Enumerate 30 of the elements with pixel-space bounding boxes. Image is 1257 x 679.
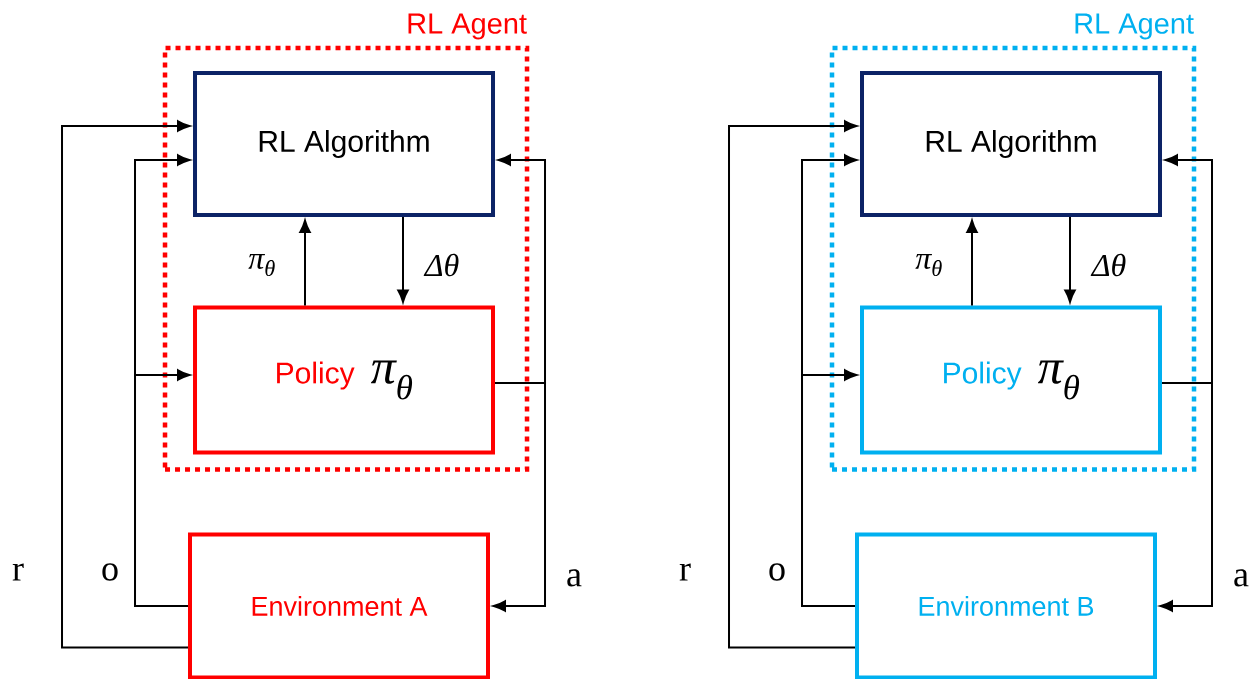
edge-label: r <box>679 563 691 581</box>
node-label: RL Agent <box>408 13 527 40</box>
edge-label: o <box>102 563 118 581</box>
node-label: RL Agent <box>1075 13 1194 40</box>
arrow <box>1064 216 1076 303</box>
edge-label: Δθ <box>423 253 459 277</box>
edge-label: π$_{θ}$ <box>248 254 275 276</box>
environment-box: Environment A <box>188 532 490 679</box>
arrow <box>1161 154 1213 384</box>
edge-label: Δθ <box>1090 253 1126 277</box>
arrow <box>801 369 858 607</box>
process-box: RL Algorithm <box>193 71 495 217</box>
arrow <box>134 369 191 607</box>
policy-box: Policy π$_{θ}$ <box>860 305 1162 455</box>
edge-label: π$_{θ}$ <box>915 254 942 276</box>
arrow <box>61 120 191 649</box>
arrow <box>397 216 409 303</box>
edge-label: a <box>1234 569 1249 587</box>
arrow <box>494 154 546 384</box>
arrow <box>728 120 858 649</box>
arrow <box>966 219 978 307</box>
edge-label: a <box>567 569 582 587</box>
edge-label: o <box>769 563 785 581</box>
policy-box: Policy π$_{θ}$ <box>193 305 495 455</box>
arrow <box>492 382 546 612</box>
arrow <box>299 219 311 307</box>
process-box: RL Algorithm <box>860 71 1162 217</box>
environment-box: Environment B <box>855 532 1157 679</box>
arrow <box>1159 382 1213 612</box>
edge-label: r <box>12 563 24 581</box>
